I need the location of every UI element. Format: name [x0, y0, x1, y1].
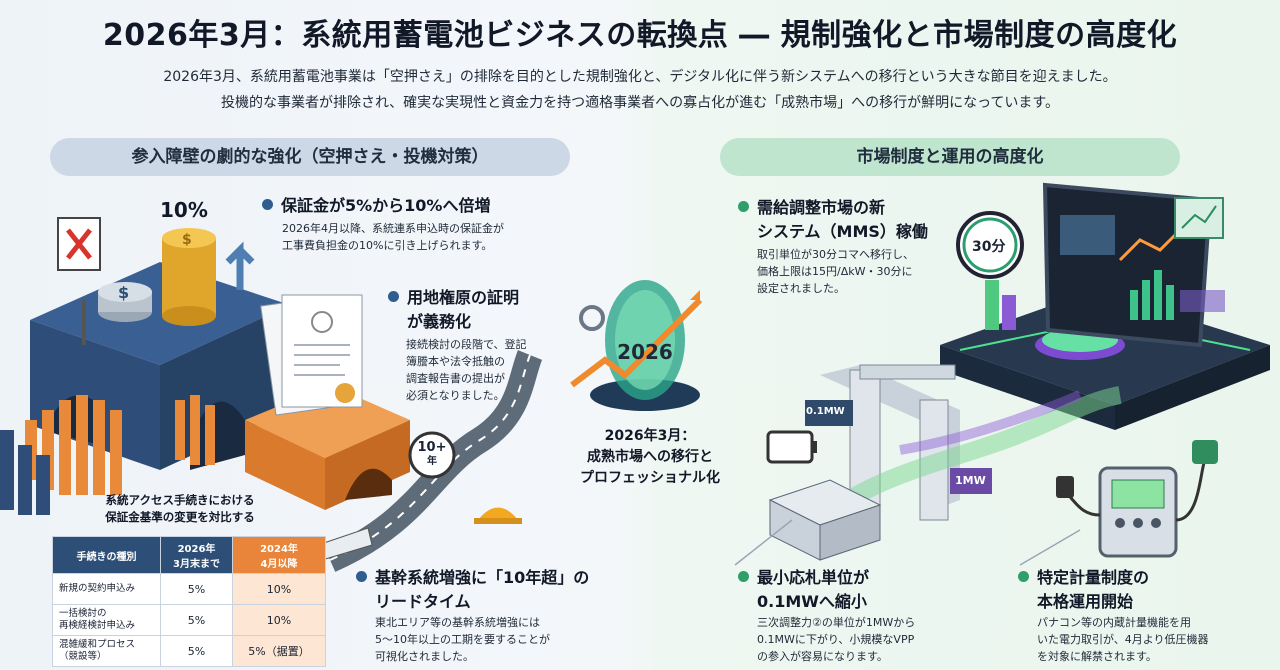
right-point-2-desc: 三次調整力②の単位が1MWから 0.1MWに下がり、小規模なVPP の参入が容易… — [757, 616, 916, 663]
coin-stack-icon: $ $ — [98, 228, 255, 326]
deposit-comparison-table: 手続きの種別 2026年 3月末まで 2024年 4月以降 新規の契約申込み 5… — [52, 536, 326, 667]
years-value: 10+ — [417, 440, 447, 455]
lead-line-1: 2026年3月、系統用蓄電池事業は「空押さえ」の排除を目的とした規制強化と、デジ… — [163, 69, 1117, 85]
right-point-2-title: 最小応札単位が 0.1MWへ縮小 — [738, 566, 869, 614]
battery-icon — [766, 430, 882, 561]
right-point-3-desc: パナコン等の内蔵計量機能を用 いた電力取引が、4月より低圧機器 を対象に解禁され… — [1037, 616, 1209, 663]
table-header: 手続きの種別 — [52, 536, 161, 574]
table-header: 2026年 3月末まで — [159, 536, 234, 574]
prohibited-sign-icon — [57, 217, 101, 345]
table-header: 2024年 4月以降 — [232, 536, 326, 574]
lead-paragraph: 2026年3月、系統用蓄電池事業は「空押さえ」の排除を目的とした規制強化と、デジ… — [40, 64, 1240, 116]
page-title: 2026年3月：系統用蓄電池ビジネスの転換点 ― 規制強化と市場制度の高度化 — [102, 18, 1178, 53]
years-badge: 10+ 年 — [415, 441, 449, 469]
svg-text:$: $ — [118, 283, 129, 302]
left-section-heading: 参入障壁の劇的な強化（空押さえ・投機対策） — [50, 138, 570, 176]
center-caption: 2026年3月： 成熟市場への移行と プロフェッショナル化 — [580, 428, 720, 486]
left-point-2-title: 用地権原の証明 が義務化 — [388, 286, 519, 334]
small-unit-label: 0.1MW — [806, 406, 845, 417]
percent-label: 10% — [160, 198, 208, 222]
table-row: 新規の契約申込み 5% 10% — [52, 573, 326, 605]
bullet-icon — [388, 291, 399, 302]
right-section-heading: 市場制度と運用の高度化 — [720, 138, 1180, 176]
year-label: 2026 — [617, 340, 673, 364]
clock-icon — [956, 211, 1024, 279]
table-row: 混雑緩和プロセス （競設等） 5% 5%（据置） — [52, 635, 326, 667]
road-illustration — [317, 350, 543, 572]
legal-document-icon — [260, 294, 363, 416]
years-unit: 年 — [427, 456, 437, 467]
left-point-3-desc: 東北エリア等の基幹系統増強には 5〜10年以上の工期を要することが 可視化されま… — [375, 616, 550, 663]
svg-text:$: $ — [182, 232, 192, 248]
large-unit-label: 1MW — [955, 474, 986, 487]
table-caption: 系統アクセス手続きにおける 保証金基準の変更を対比する — [105, 493, 255, 524]
gate-illustration — [805, 364, 1122, 527]
right-point-3-title: 特定計量制度の 本格運用開始 — [1018, 566, 1149, 614]
bullet-icon — [738, 571, 749, 582]
bullet-icon — [738, 201, 749, 212]
left-point-1-title: 保証金が5%から10%へ倍増 — [262, 194, 490, 218]
bullet-icon — [262, 199, 273, 210]
right-point-1-title: 需給調整市場の新 システム（MMS）稼働 — [738, 196, 928, 244]
year-2026-portal-icon — [570, 280, 703, 411]
clock-label: 30分 — [972, 239, 1006, 255]
smart-meter-icon — [1056, 440, 1218, 558]
right-point-1-desc: 取引単位が30分コマへ移行し、 価格上限は15円/ΔkW・30分に 設定されまし… — [757, 248, 914, 295]
left-point-2-desc: 接続検討の段階で、登記 簿謄本や法令抵触の 調査報告書の提出が 必須となりました… — [406, 338, 527, 402]
barrier-wall-illustration — [0, 262, 410, 515]
table-row: 一括検討の 再検経検討申込み 5% 10% — [52, 604, 326, 636]
lead-line-2: 投機的な事業者が排除され、確実な実現性と資金力を持つ適格事業者への寡占化が進む「… — [220, 95, 1060, 111]
left-point-3-title: 基幹系統増強に「10年超」の リードタイム — [356, 566, 589, 614]
left-point-1-desc: 2026年4月以降、系統連系申込時の保証金が 工事費負担金の10%に引き上げられ… — [282, 222, 504, 252]
bullet-icon — [356, 571, 367, 582]
bullet-icon — [1018, 571, 1029, 582]
